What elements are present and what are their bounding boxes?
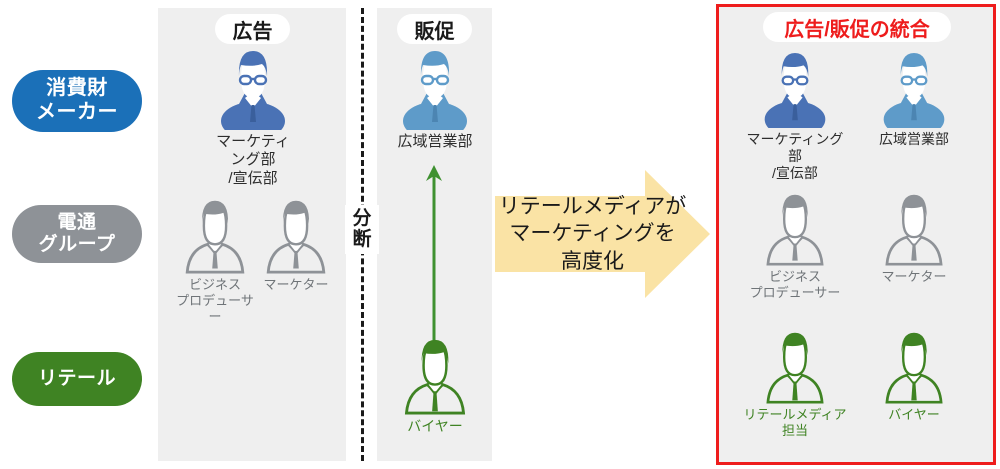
figure-caption: マーケティング部 /宣伝部 — [746, 131, 844, 182]
figure-merged-marketer: マーケター — [868, 192, 960, 285]
panel-header-promotion: 販促 — [397, 14, 472, 44]
person-outline-gray-icon — [260, 198, 332, 274]
person-outline-green-icon — [879, 330, 949, 404]
role-pill-consumer-goods-maker: 消費財 メーカー — [12, 70, 142, 132]
right-arrow-icon — [495, 170, 710, 298]
figure-buyer-promotion: バイヤー — [396, 337, 474, 435]
figure-caption: マーケター — [263, 277, 329, 292]
figure-merged-buyer: バイヤー — [868, 330, 960, 423]
divider-label-line: 断 — [352, 229, 372, 251]
role-pill-dentsu-group: 電通 グループ — [12, 205, 142, 263]
panel-header-advertising: 広告 — [215, 14, 290, 44]
figure-caption: バイヤー — [407, 418, 463, 434]
figure-caption: マーケター — [881, 269, 947, 284]
figure-marketing-dept: マーケティング部 /宣伝部 — [212, 48, 294, 188]
role-label-line: 電通 — [57, 211, 97, 233]
person-solid-blue-icon — [215, 48, 291, 130]
figure-caption: 広域営業部 — [397, 133, 473, 150]
panel-header-merged: 広告/販促の統合 — [763, 12, 951, 42]
figure-business-producer: ビジネス プロデューサー — [170, 198, 260, 325]
green-up-arrow-icon — [417, 163, 451, 341]
figure-merged-wide-area-sales: 広域営業部 — [868, 50, 960, 148]
figure-marketer: マーケター — [254, 198, 338, 293]
person-outline-gray-icon — [879, 192, 949, 266]
transition-arrow-line: 高度化 — [561, 249, 624, 273]
role-label-line: 消費財 — [46, 77, 108, 100]
figure-merged-business-producer: ビジネス プロデューサー — [745, 192, 845, 301]
person-solid-lightblue-icon — [397, 48, 473, 130]
divider-label-fragmentation: 分 断 — [345, 205, 379, 254]
role-label-line: グループ — [38, 234, 116, 255]
person-outline-green-icon — [398, 337, 472, 415]
person-solid-lightblue-icon — [878, 50, 950, 128]
transition-arrow-line: マーケティングを — [509, 222, 676, 246]
role-pill-retail: リテール — [12, 352, 142, 406]
figure-wide-area-sales: 広域営業部 — [396, 48, 474, 151]
role-label-line: メーカー — [36, 101, 118, 123]
figure-caption: ビジネス プロデューサー — [176, 277, 254, 324]
figure-merged-marketing-dept: マーケティング部 /宣伝部 — [745, 50, 845, 182]
person-solid-blue-icon — [759, 50, 831, 128]
person-outline-gray-icon — [760, 192, 830, 266]
divider-label-line: 分 — [352, 208, 372, 229]
figure-caption: 広域営業部 — [879, 131, 949, 147]
figure-caption: リテールメディア 担当 — [743, 407, 847, 438]
figure-caption: ビジネス プロデューサー — [749, 269, 841, 300]
transition-arrow-line: リテールメディアが — [498, 195, 687, 219]
figure-merged-retail-media-lead: リテールメディア 担当 — [740, 330, 850, 439]
figure-caption: バイヤー — [888, 407, 940, 422]
role-label-line: リテール — [37, 367, 116, 389]
person-outline-gray-icon — [179, 198, 251, 274]
panel-merged — [716, 4, 996, 465]
figure-caption: マーケティング部 /宣伝部 — [216, 133, 290, 187]
transition-arrow-text: リテールメディアが マーケティングを 高度化 — [495, 170, 690, 298]
person-outline-green-icon — [760, 330, 830, 404]
transition-arrow: リテールメディアが マーケティングを 高度化 — [495, 170, 710, 298]
